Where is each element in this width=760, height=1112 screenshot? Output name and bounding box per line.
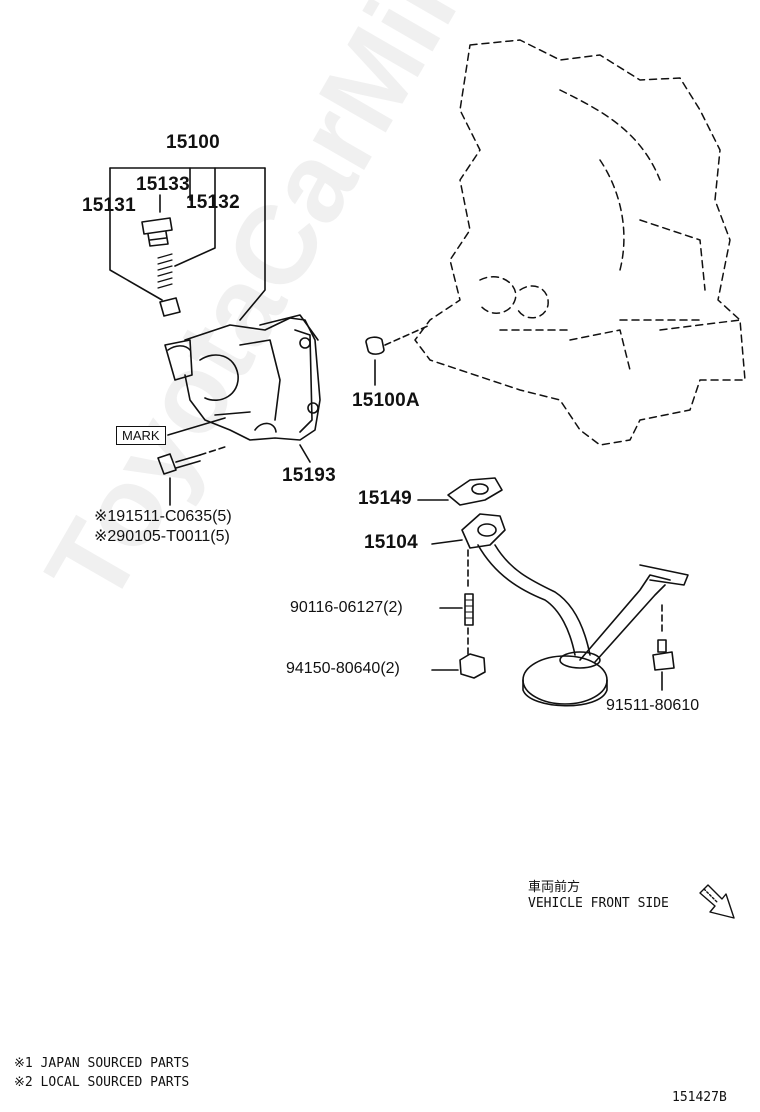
label-15100: 15100 [166,132,220,153]
label-15132: 15132 [186,192,240,213]
engine-block-outline [414,39,746,446]
label-15104: 15104 [364,532,418,553]
oil-strainer-15104 [431,513,689,707]
label-15100a: 15100A [352,390,420,411]
label-15133: 15133 [136,174,190,195]
plug-15133 [141,217,173,247]
gasket-15149 [417,477,503,506]
mark-label: MARK [116,426,166,445]
nut-94150 [431,627,486,679]
label-bolt-90105-t0011: ※290105-T0011(5) [94,528,230,545]
dowel-15100a [365,324,431,386]
oil-pump-body [164,314,321,441]
assembly-bracket [109,167,266,321]
direction-label-jp: 車両前方 [528,880,581,895]
legend-note-japan: ※1 JAPAN SOURCED PARTS [14,1056,190,1071]
figure-id: 151427B [672,1090,727,1105]
label-15149: 15149 [358,488,412,509]
label-15193: 15193 [282,465,336,486]
front-direction-arrow-icon [699,884,735,919]
label-stud-90116: 90116-06127(2) [290,599,403,616]
stud-90116 [439,549,474,626]
label-15131: 15131 [82,195,136,216]
gasket-15193-leader [299,444,311,463]
label-nut-94150: 94150-80640(2) [286,660,400,677]
bolt-91511-c0635 [157,445,229,506]
direction-label-en: VEHICLE FRONT SIDE [528,896,669,911]
relief-valve-15131 [159,297,181,317]
label-bolt-91511-c0635: ※191511-C0635(5) [94,508,232,525]
mark-leader [167,417,226,436]
spring-15132 [157,253,173,289]
legend-note-local: ※2 LOCAL SOURCED PARTS [14,1075,190,1090]
label-bolt-91511-80610: 91511-80610 [606,697,700,714]
bolt-91511-80610 [652,604,675,691]
